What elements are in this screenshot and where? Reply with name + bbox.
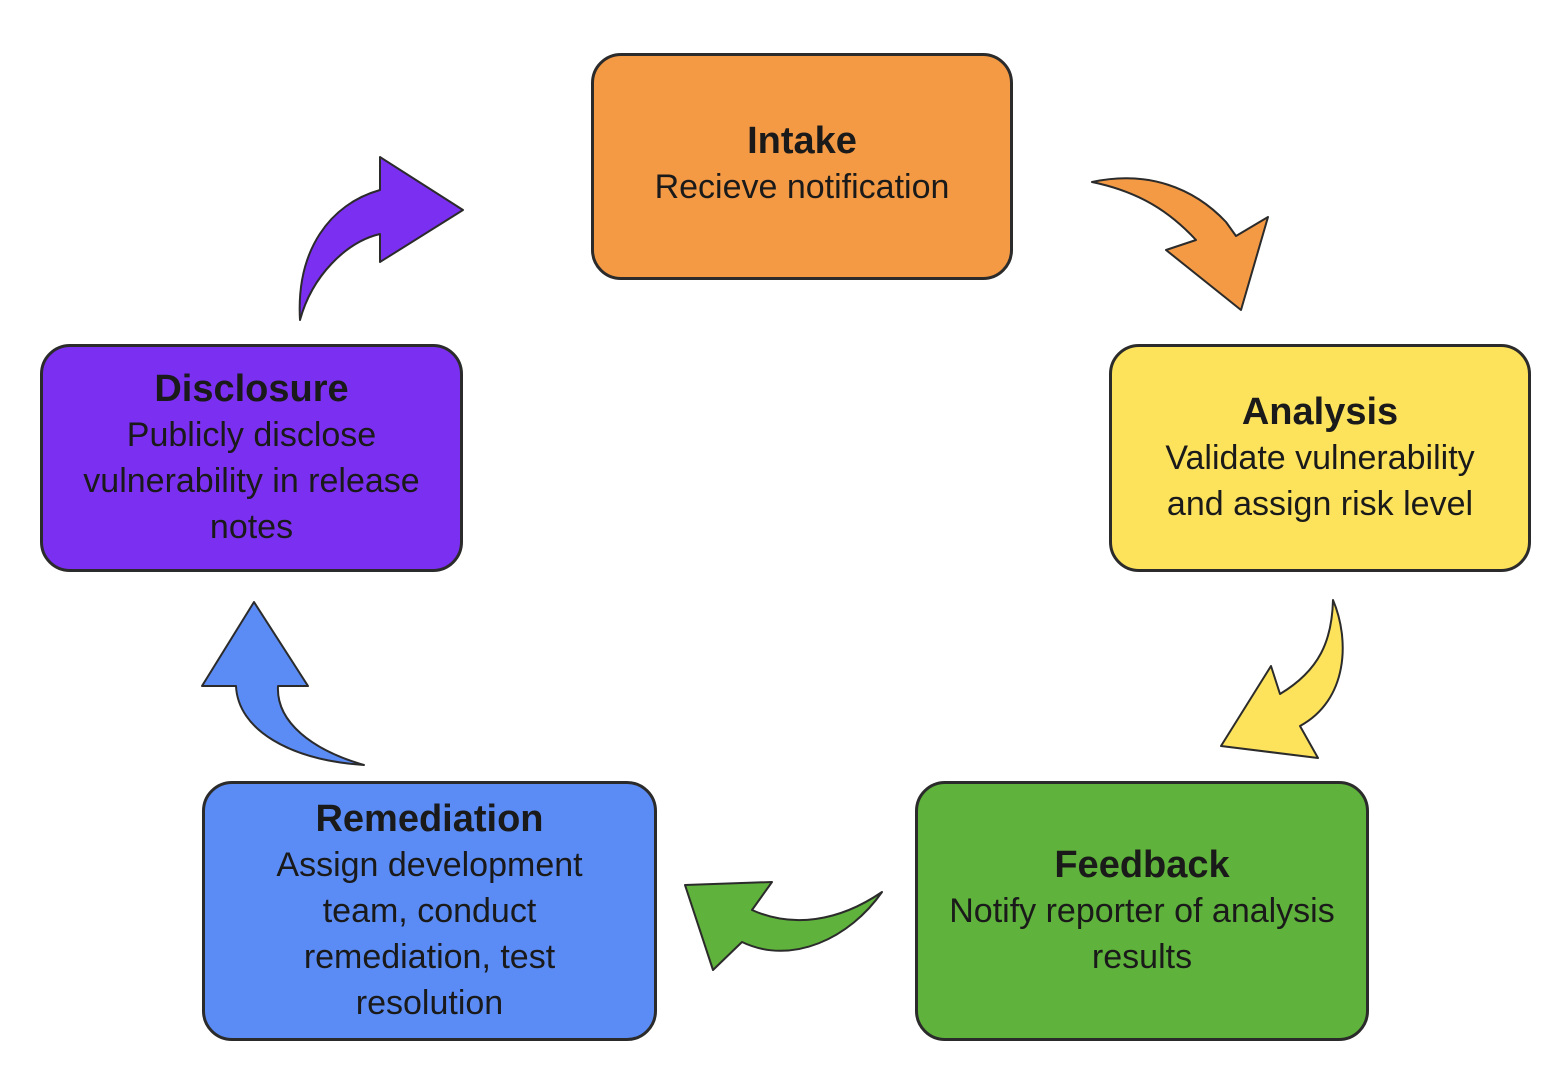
stage-disclosure-description: Publicly disclose vulnerability in relea… — [83, 412, 419, 550]
stage-analysis: Analysis Validate vulnerability and assi… — [1109, 344, 1531, 572]
stage-remediation-description: Assign development team, conduct remedia… — [276, 842, 582, 1026]
arrow-remediation-to-disclosure — [201, 601, 365, 766]
stage-analysis-title: Analysis — [1241, 391, 1399, 433]
stage-remediation-title: Remediation — [315, 798, 544, 840]
stage-analysis-desc-line: Validate vulnerability — [1165, 439, 1475, 477]
stage-remediation: Remediation Assign development team, con… — [202, 781, 657, 1041]
stage-analysis-description: Validate vulnerability and assign risk l… — [1165, 435, 1474, 527]
stage-intake-desc-line: Recieve notification — [654, 168, 950, 206]
arrow-disclosure-to-intake — [298, 156, 464, 321]
stage-intake: Intake Recieve notification — [591, 53, 1013, 280]
stage-feedback-title: Feedback — [1054, 844, 1230, 886]
stage-disclosure-desc-line: Publicly disclose — [126, 416, 377, 454]
stage-intake-description: Recieve notification — [655, 164, 950, 210]
stage-feedback-desc-line: results — [1091, 938, 1193, 976]
stage-disclosure: Disclosure Publicly disclose vulnerabili… — [40, 344, 463, 572]
stage-feedback-desc-line: Notify reporter of analysis — [949, 892, 1335, 930]
stage-remediation-desc-line: team, conduct — [322, 892, 537, 930]
stage-analysis-desc-line: and assign risk level — [1166, 485, 1474, 523]
arrow-feedback-to-remediation — [684, 881, 883, 971]
arrow-intake-to-analysis — [1091, 177, 1269, 311]
stage-disclosure-desc-line: notes — [209, 508, 294, 546]
stage-remediation-desc-line: Assign development — [276, 846, 583, 884]
stage-disclosure-desc-line: vulnerability in release — [83, 462, 420, 500]
arrow-analysis-to-feedback — [1220, 599, 1344, 759]
stage-feedback: Feedback Notify reporter of analysis res… — [915, 781, 1369, 1041]
stage-intake-title: Intake — [747, 120, 857, 162]
stage-disclosure-title: Disclosure — [154, 368, 349, 410]
stage-feedback-description: Notify reporter of analysis results — [949, 888, 1335, 980]
stage-remediation-desc-line: resolution — [355, 984, 504, 1022]
stage-remediation-desc-line: remediation, test — [303, 938, 556, 976]
